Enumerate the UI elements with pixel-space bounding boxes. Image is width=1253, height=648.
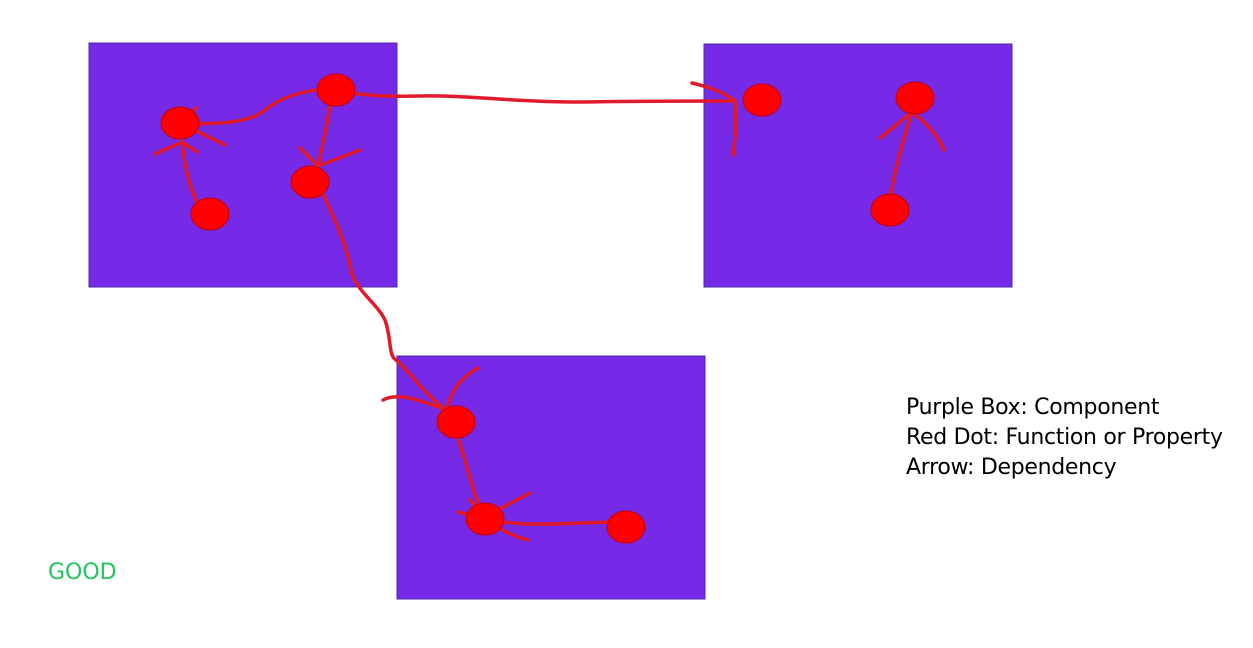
function-dot xyxy=(606,510,646,544)
legend-item-function: Red Dot: Function or Property xyxy=(906,425,1223,450)
arrow-head xyxy=(731,99,738,157)
legend: Purple Box: Component Red Dot: Function … xyxy=(906,393,1223,483)
arrow-head xyxy=(298,146,362,168)
legend-item-dependency: Arrow: Dependency xyxy=(906,455,1117,480)
function-dot xyxy=(465,502,505,536)
arrow-head xyxy=(153,140,199,156)
function-dot xyxy=(160,106,200,140)
function-dot xyxy=(870,193,910,227)
function-dot xyxy=(290,165,330,199)
dependency-arrow xyxy=(180,86,338,126)
function-dot xyxy=(742,83,782,117)
arrow-head xyxy=(444,366,480,412)
dependency-arrow xyxy=(334,88,737,104)
function-dot xyxy=(895,81,935,115)
function-dot xyxy=(436,405,476,439)
component-box-top-right xyxy=(703,43,1013,288)
arrow-head xyxy=(381,395,448,412)
dependency-arrow xyxy=(320,190,448,412)
function-dot xyxy=(316,73,356,107)
arrow-head xyxy=(878,110,946,152)
function-dot xyxy=(190,197,230,231)
verdict-label: GOOD xyxy=(48,560,117,585)
arrow-head xyxy=(690,81,737,103)
legend-item-component: Purple Box: Component xyxy=(906,395,1160,420)
component-box-bottom xyxy=(396,355,706,600)
